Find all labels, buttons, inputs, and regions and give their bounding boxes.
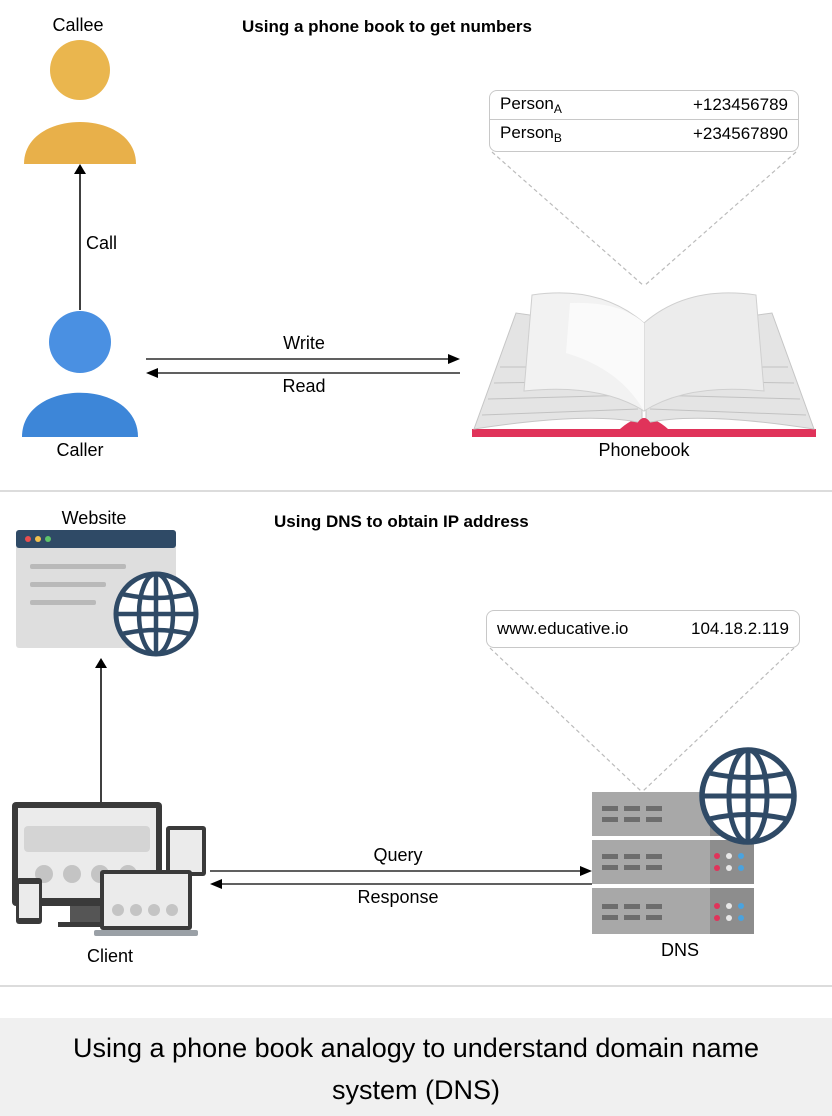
read-label: Read — [282, 376, 326, 396]
client-label: Client — [86, 946, 134, 966]
phonebook-entry: PersonA +123456789 — [490, 91, 798, 119]
phonebook-entries: PersonA +123456789 PersonB +234567890 — [489, 90, 799, 152]
section-divider — [0, 985, 832, 987]
entry-number: +123456789 — [692, 95, 788, 114]
website-arrow — [95, 658, 107, 802]
caption-line-1: Using a phone book analogy to understand… — [73, 1033, 759, 1063]
caller-icon — [22, 311, 138, 437]
client-icon — [12, 802, 206, 936]
phonebook-icon — [472, 292, 816, 437]
website-icon — [16, 530, 199, 657]
dns-record: www.educative.io 104.18.2.119 — [486, 610, 800, 648]
caller-label: Caller — [56, 440, 104, 460]
call-label: Call — [86, 233, 118, 253]
response-label: Response — [357, 887, 439, 907]
write-label: Write — [283, 333, 325, 353]
write-read-arrows — [146, 354, 460, 378]
section1-title: Using a phone book to get numbers — [242, 17, 532, 36]
website-label: Website — [61, 508, 127, 528]
caption-line-2: system (DNS) — [332, 1075, 500, 1105]
dns-server-icon — [592, 747, 797, 934]
phonebook-label: Phonebook — [598, 440, 690, 460]
phonebook-entry: PersonB +234567890 — [490, 119, 798, 148]
figure-caption: Using a phone book analogy to understand… — [0, 1018, 832, 1116]
section2-title: Using DNS to obtain IP address — [274, 512, 529, 531]
query-label: Query — [373, 845, 423, 865]
call-arrow — [74, 164, 86, 310]
dns-domain: www.educative.io — [497, 619, 629, 638]
entry-name: PersonB — [500, 123, 562, 145]
section-divider — [0, 490, 832, 492]
entry-number: +234567890 — [692, 124, 788, 143]
callee-label: Callee — [52, 15, 104, 35]
phonebook-callout-lines — [491, 151, 797, 287]
callee-icon — [24, 40, 136, 164]
entry-name: PersonA — [500, 94, 562, 116]
dns-label: DNS — [660, 940, 699, 960]
dns-ip: 104.18.2.119 — [691, 619, 789, 638]
query-response-arrows — [210, 866, 592, 889]
